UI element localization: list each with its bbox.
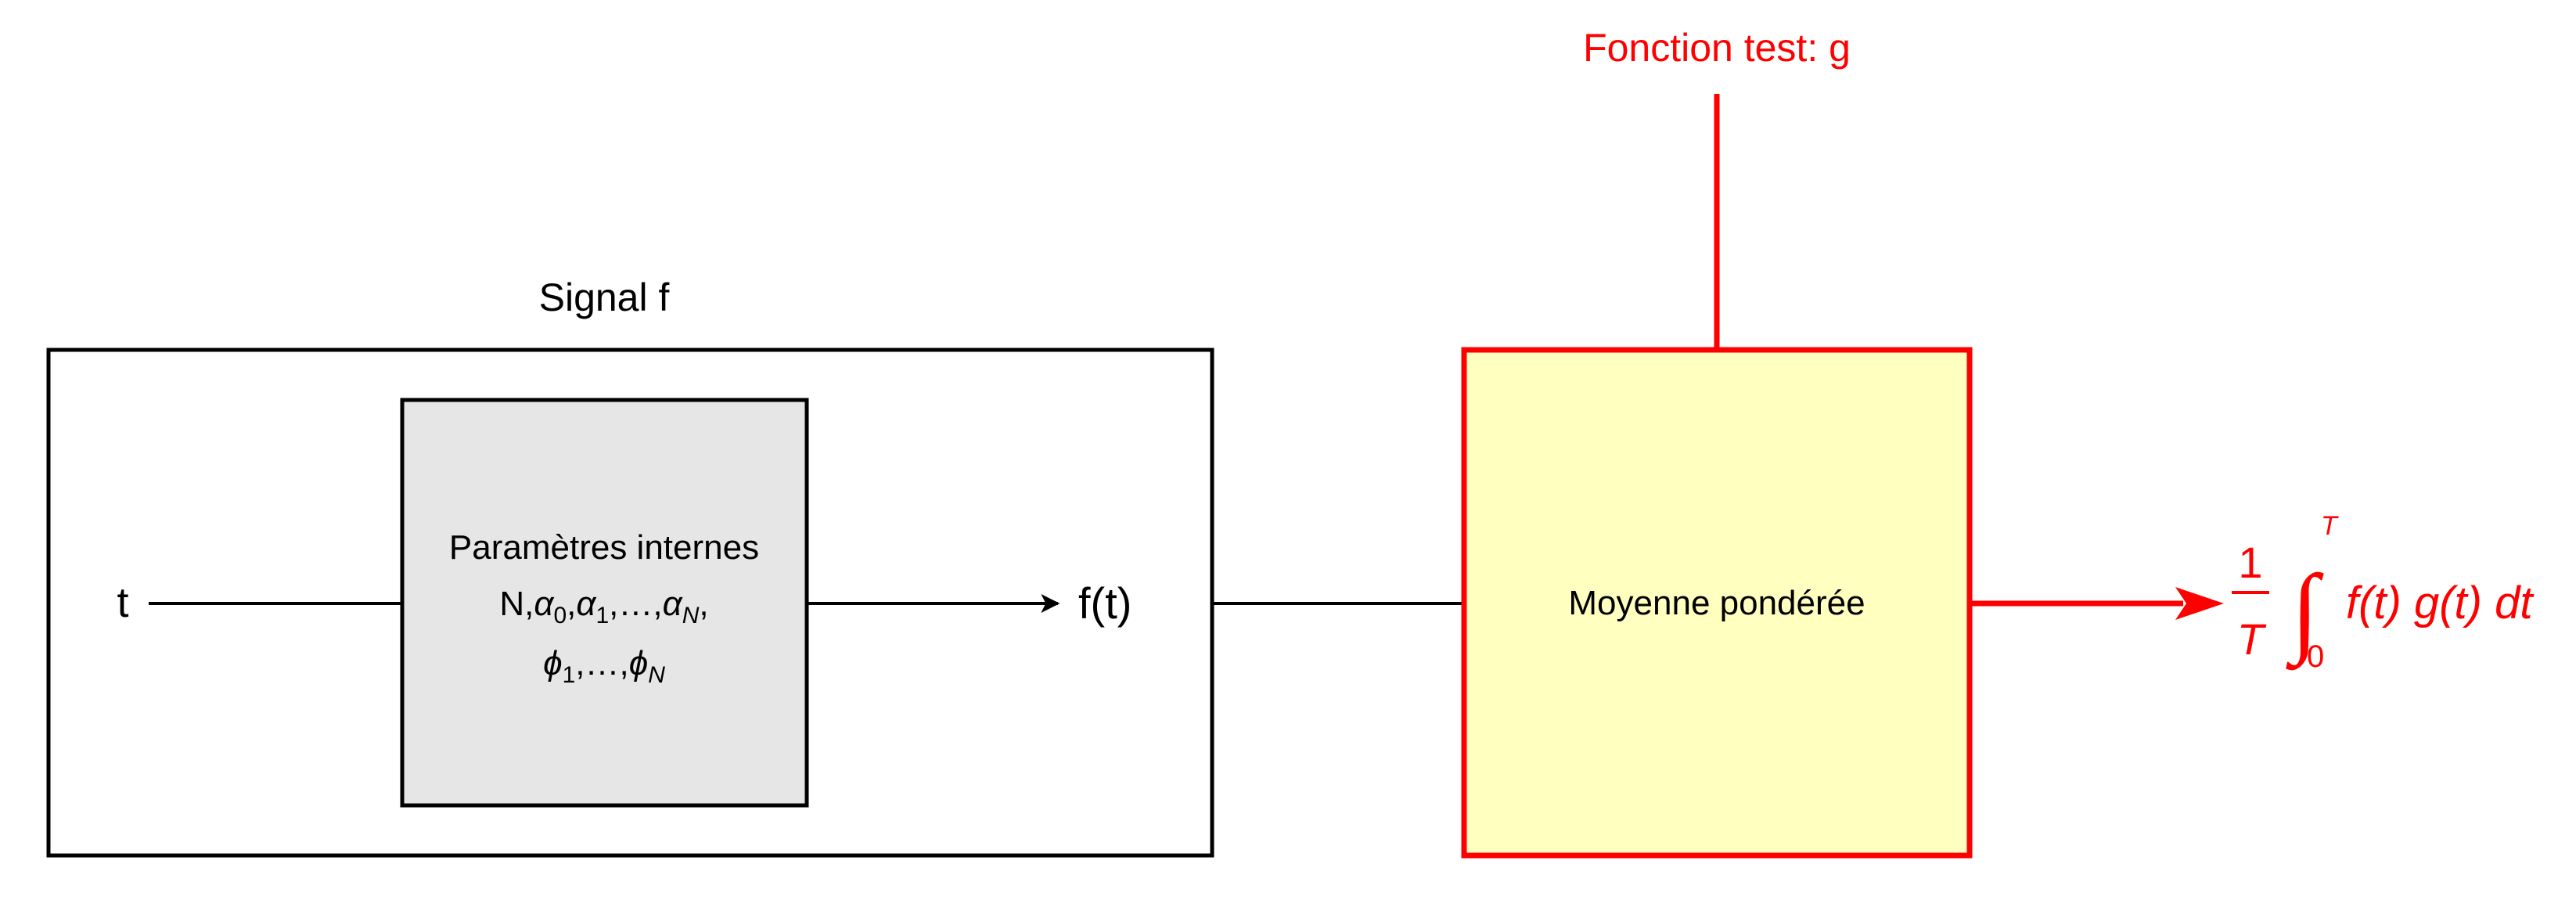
param-alpha-0: α [534, 585, 555, 623]
param-ellipsis: ,…, [609, 585, 662, 623]
result-upper-limit: T [2321, 511, 2339, 541]
signal-title: Signal f [539, 276, 670, 319]
input-t-label: t [117, 579, 128, 626]
test-function-label: Fonction test: g [1583, 26, 1851, 70]
param-alpha-n: α [663, 585, 684, 623]
param-sub-n: N [682, 603, 700, 628]
parameters-box [400, 398, 809, 808]
result-denominator: T [2237, 614, 2267, 664]
param-trailing-comma: , [699, 585, 708, 623]
param-phi-ellipsis: ,…, [575, 644, 628, 683]
param-sub-1: 1 [595, 603, 609, 628]
output-ft-label: f(t) [1078, 578, 1131, 628]
param-phi-1: ϕ [543, 644, 562, 683]
param-phi-sub-1: 1 [563, 662, 576, 688]
parameters-line-3: ϕ1,…,ϕN [543, 644, 665, 688]
result-integral-sign: ∫ [2286, 554, 2324, 671]
param-alpha-1: α [576, 585, 597, 623]
param-phi-n: ϕ [629, 644, 648, 683]
parameters-title: Paramètres internes [449, 528, 759, 567]
average-label: Moyenne pondérée [1568, 584, 1865, 622]
param-sub-0: 0 [553, 603, 567, 628]
param-comma: , [567, 585, 576, 623]
result-integrand: f(t) g(t) dt [2346, 578, 2535, 628]
parameters-line-2: N,α0,α1,…,αN, [499, 585, 708, 628]
result-arrowhead [2175, 587, 2224, 620]
result-numerator: 1 [2238, 538, 2262, 587]
result-lower-limit: 0 [2307, 639, 2324, 674]
param-phi-sub-n: N [648, 662, 665, 688]
param-n: N, [499, 585, 534, 623]
